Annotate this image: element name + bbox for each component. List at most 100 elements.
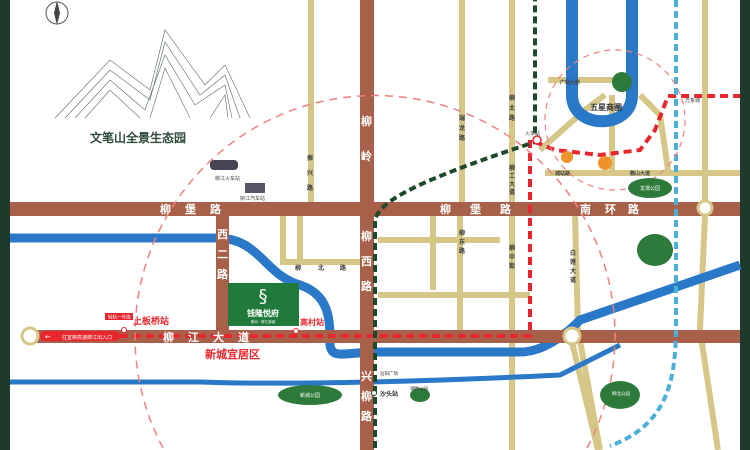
svg-text:柳: 柳	[509, 244, 515, 252]
left-border	[0, 0, 10, 450]
svg-text:柳: 柳	[361, 114, 372, 128]
svg-text:路: 路	[628, 202, 640, 216]
bus-station[interactable]: 柳江汽车站	[240, 183, 265, 202]
rail-line-blue	[609, 0, 679, 448]
svg-text:西: 西	[361, 255, 372, 268]
project-name: 钱隆悦府	[247, 308, 279, 318]
svg-text:大: 大	[570, 267, 576, 275]
svg-text:柳江火车站: 柳江火车站	[215, 175, 240, 182]
svg-text:路: 路	[210, 202, 222, 216]
svg-text:街: 街	[508, 262, 515, 270]
svg-text:兴: 兴	[307, 169, 313, 177]
river-south	[10, 342, 622, 386]
train-station[interactable]: 柳江火车站	[210, 160, 240, 182]
svg-text:工: 工	[509, 173, 515, 180]
svg-text:柳: 柳	[509, 94, 515, 102]
svg-text:路: 路	[459, 247, 466, 255]
svg-text:柳: 柳	[163, 330, 174, 344]
svg-text:鹅山大道: 鹅山大道	[630, 170, 650, 177]
roundabout-east	[562, 326, 582, 346]
river-north-loop	[566, 0, 638, 128]
line1-badge: 轻轨一号线	[105, 313, 133, 321]
arrow-left-icon: ←	[45, 333, 51, 341]
svg-text:二: 二	[217, 248, 228, 261]
minor-road-labels: 柳北路 振兴路 瑞龙路 柳太路 柳工大道 柳东路 柳中街 白莲大道 城站路 鹅山…	[295, 79, 650, 284]
project-marker[interactable]: § 钱隆悦府 柳州 · 柳江新城	[228, 283, 299, 326]
svg-text:高村站: 高村站	[300, 317, 324, 327]
roundabout-west	[20, 326, 40, 346]
station-gaocun[interactable]: 高村站	[293, 317, 325, 334]
svg-text:路: 路	[217, 267, 229, 281]
right-border	[740, 0, 750, 450]
svg-text:上板桥站: 上板桥站	[133, 315, 169, 327]
station-shatou[interactable]: 沙头站	[371, 390, 399, 398]
wuxing-marker-1[interactable]	[561, 151, 573, 163]
river-west	[10, 233, 742, 359]
svg-text:往宜柳高速柳江出入口: 往宜柳高速柳江出入口	[62, 334, 112, 341]
svg-text:南: 南	[580, 202, 591, 216]
place-hupan[interactable]: 湖畔公园	[410, 385, 428, 392]
svg-text:柳: 柳	[160, 202, 171, 216]
svg-text:振: 振	[307, 154, 313, 162]
svg-text:轻轨一号线: 轻轨一号线	[108, 314, 131, 321]
svg-text:堡: 堡	[185, 202, 196, 216]
svg-text:道: 道	[238, 330, 249, 344]
svg-text:堡: 堡	[470, 202, 481, 216]
svg-text:白: 白	[570, 249, 576, 257]
district-label: 新城宜居区	[205, 347, 260, 361]
svg-text:岭: 岭	[361, 149, 372, 163]
svg-text:柳: 柳	[459, 229, 465, 237]
wuxing-marker-2[interactable]	[598, 156, 612, 170]
project-subtitle: 柳州 · 柳江新城	[251, 319, 276, 324]
svg-text:柳: 柳	[361, 389, 372, 403]
svg-text:沙头站: 沙头站	[380, 390, 398, 398]
project-logo-icon: §	[259, 286, 268, 307]
place-xincheng-park[interactable]: 新城公园	[300, 392, 320, 399]
svg-text:兴: 兴	[361, 369, 372, 383]
place-wanxiang[interactable]: 万象城	[685, 97, 700, 104]
svg-text:路: 路	[361, 409, 373, 423]
svg-text:北: 北	[318, 264, 324, 272]
svg-text:大: 大	[509, 180, 515, 188]
scenic-area-title: 文笔山全景生态园	[90, 130, 186, 145]
svg-text:大: 大	[213, 330, 224, 344]
svg-text:环: 环	[605, 203, 616, 216]
svg-text:瑞: 瑞	[459, 114, 465, 122]
svg-text:柳江汽车站: 柳江汽车站	[240, 195, 265, 202]
road-labels: 柳堡路 柳堡路 南环路 柳江大道 西二路 柳岭 柳西路 兴柳路	[160, 114, 640, 423]
svg-text:莲: 莲	[570, 258, 576, 266]
svg-text:太: 太	[508, 104, 516, 112]
roundabout-south-ring	[696, 199, 714, 217]
svg-text:东: 东	[459, 238, 465, 246]
rail-line-green	[373, 0, 537, 448]
svg-text:路: 路	[361, 279, 373, 293]
svg-text:路: 路	[459, 134, 466, 142]
svg-text:柳: 柳	[440, 202, 451, 216]
svg-text:路: 路	[500, 202, 512, 216]
svg-text:道: 道	[570, 276, 576, 284]
svg-text:广场大桥: 广场大桥	[560, 79, 581, 86]
svg-text:城站路: 城站路	[555, 170, 571, 177]
place-longtan[interactable]: 龙潭公园	[640, 185, 660, 192]
svg-text:路: 路	[509, 114, 516, 122]
place-liubei-park[interactable]: 柳北公园	[612, 390, 630, 397]
place-yuefeng[interactable]: 岳阳广场	[380, 370, 398, 377]
rail-line-red	[120, 94, 740, 338]
station-shangbanqiao[interactable]: 上板桥站	[121, 315, 170, 333]
svg-text:龙: 龙	[459, 124, 465, 132]
svg-text:柳: 柳	[509, 164, 515, 172]
svg-text:路: 路	[307, 184, 314, 192]
svg-text:柳: 柳	[361, 229, 372, 243]
radius-circle-small	[544, 49, 686, 191]
svg-text:火车站: 火车站	[525, 130, 540, 137]
parks	[278, 72, 673, 409]
svg-text:江: 江	[188, 330, 199, 344]
compass-icon	[45, 1, 69, 25]
expressway-exit-button[interactable]: ← 往宜柳高速柳江出入口	[40, 331, 120, 341]
svg-text:柳: 柳	[295, 264, 301, 272]
place-wuxing[interactable]: 五星商圈	[590, 102, 622, 112]
railway-hub[interactable]: 火车站	[525, 130, 542, 145]
svg-text:道: 道	[509, 188, 515, 196]
radius-circle-large	[134, 94, 616, 449]
